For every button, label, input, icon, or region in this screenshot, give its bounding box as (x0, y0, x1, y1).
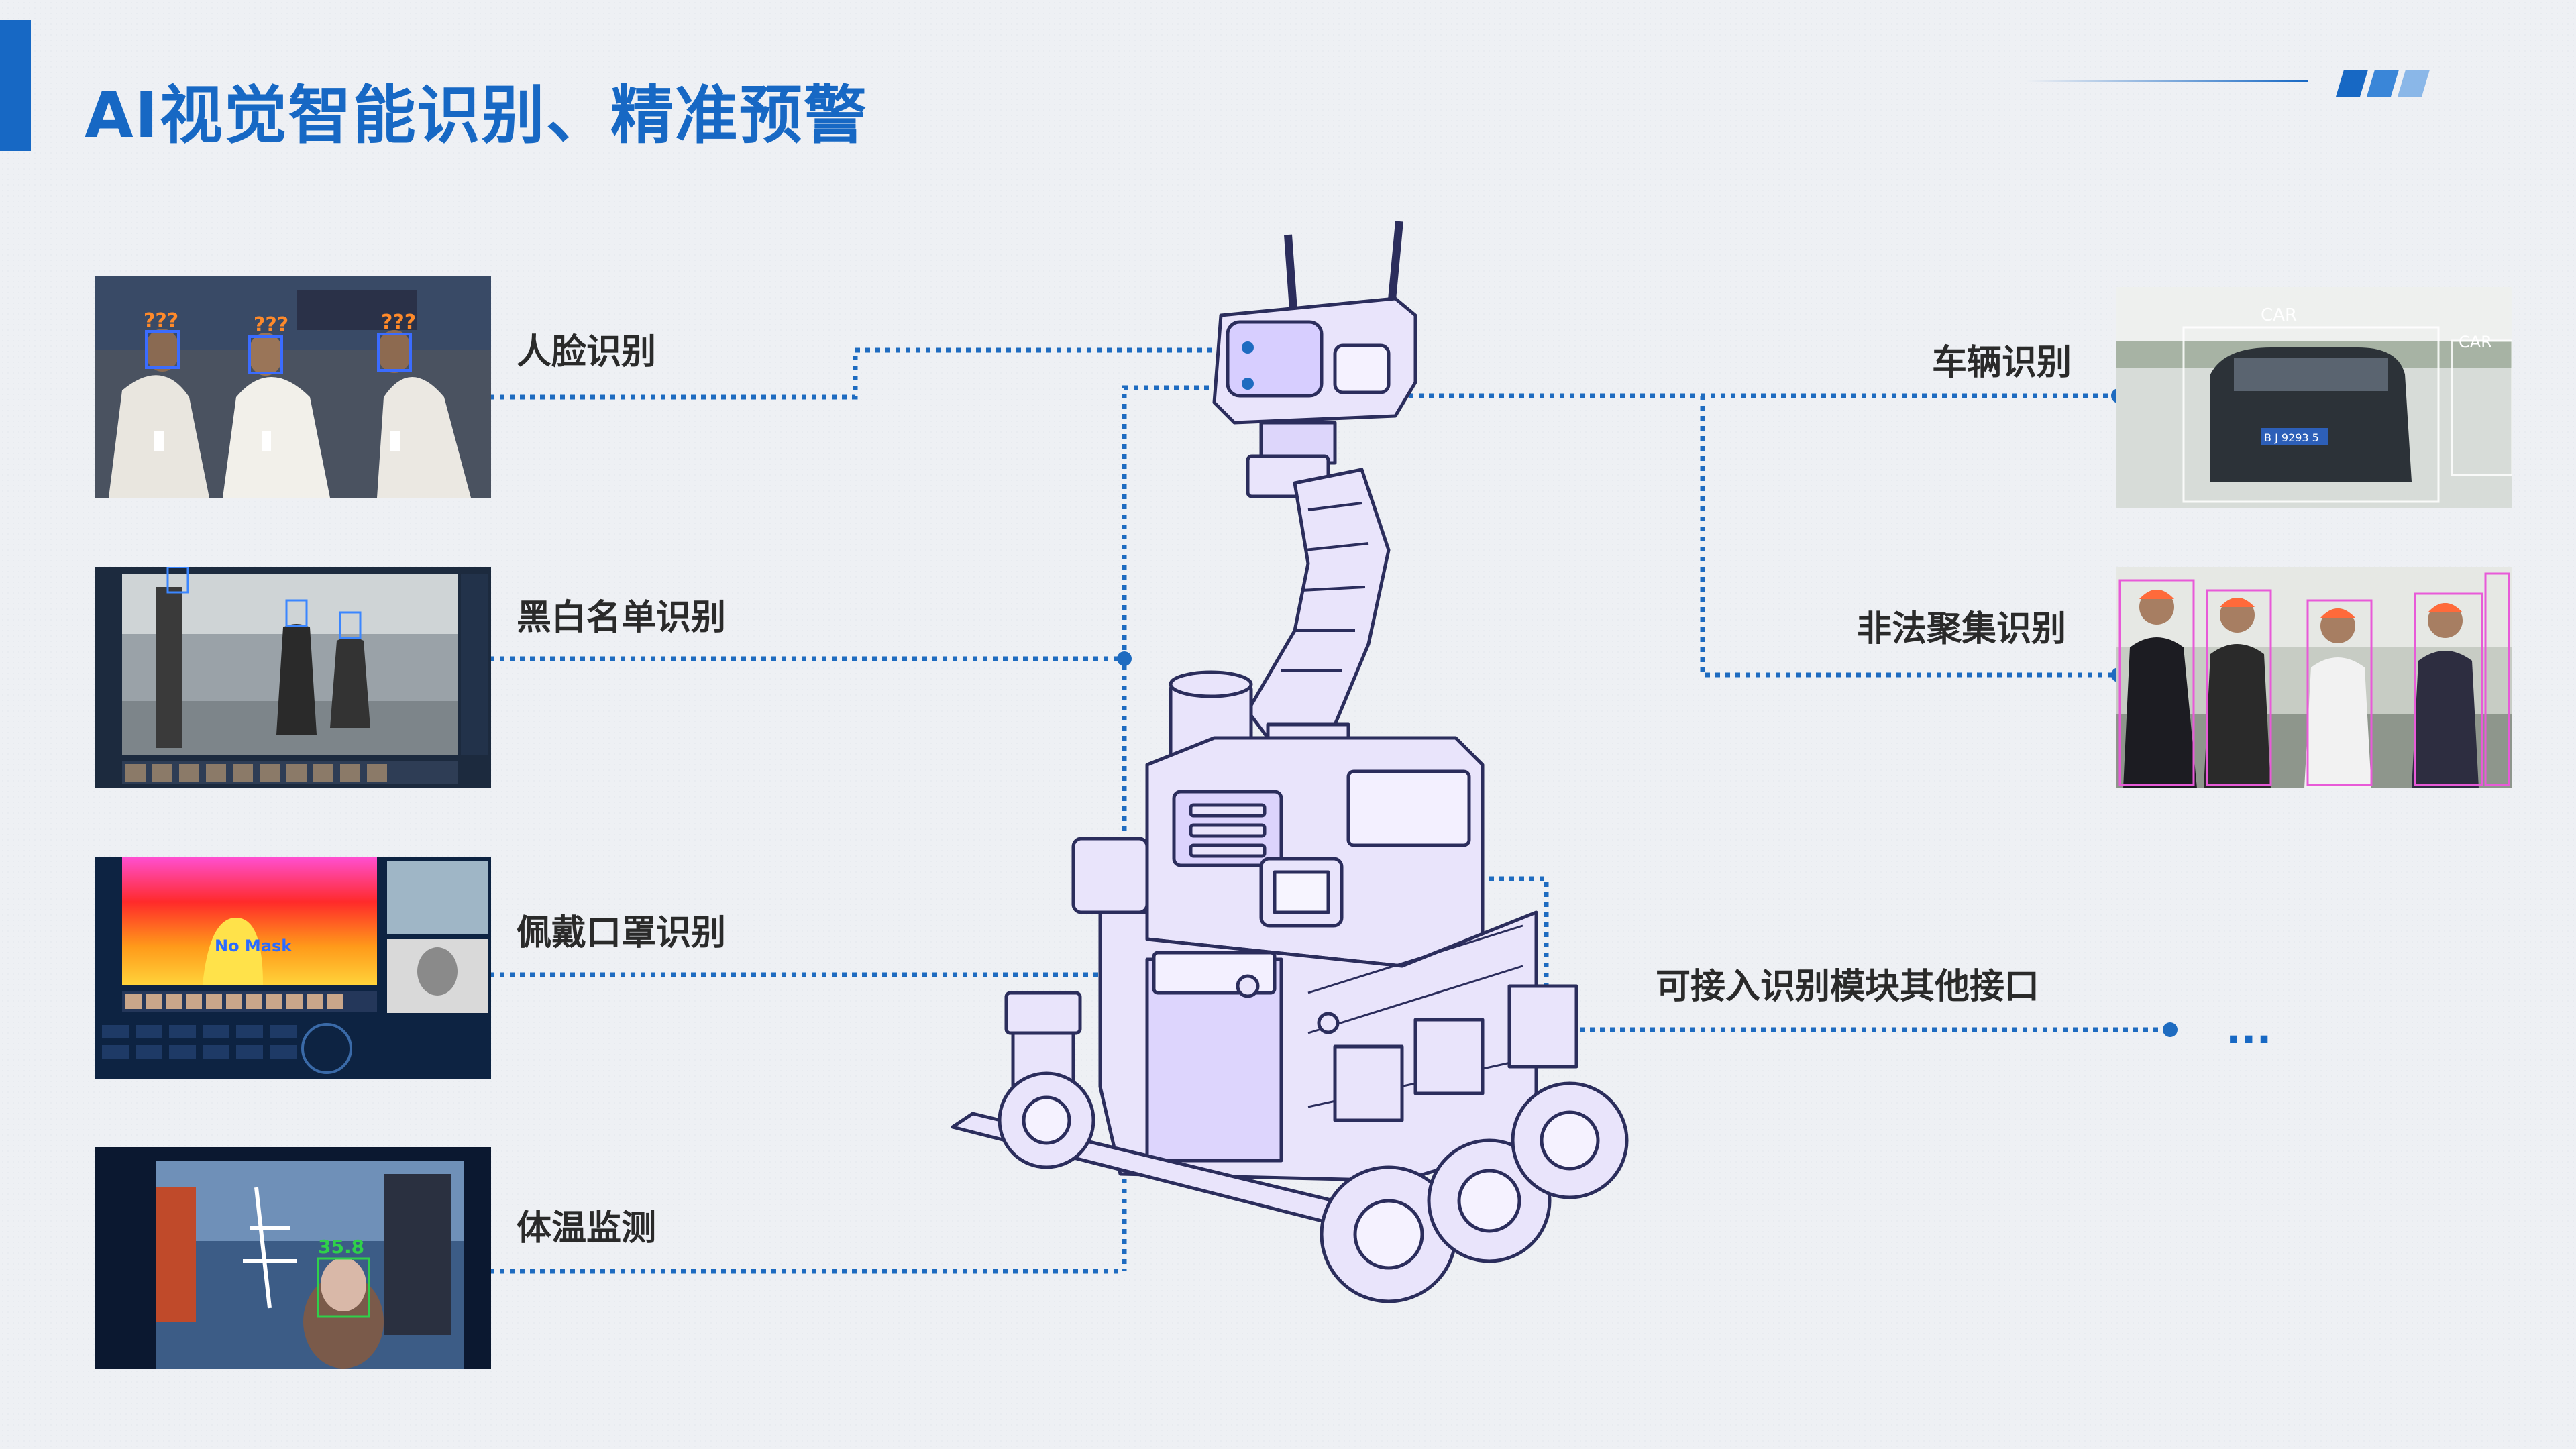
label-vehicle-recognition: 车辆识别 (1932, 343, 2072, 383)
label-mask-detection: 佩戴口罩识别 (517, 913, 727, 953)
license-plate-text: B J 9293 5 (2264, 431, 2319, 444)
label-other-interfaces: 可接入识别模块其他接口 (1656, 967, 2040, 1007)
car-tag-1: CAR (2261, 305, 2297, 325)
vehicle-recognition-photo: CAR CAR B J 9293 5 (2116, 287, 2512, 508)
page-title: AI视觉智能识别、精准预警 (85, 79, 868, 152)
mask-status-text: No Mask (215, 936, 292, 955)
label-illegal-gathering: 非法聚集识别 (1857, 609, 2067, 649)
title-accent-bar (0, 20, 31, 151)
temperature-value: 35.8 (318, 1236, 364, 1258)
car-tag-2: CAR (2459, 333, 2492, 352)
mask-detection-screen: No Mask (95, 857, 491, 1079)
label-face-recognition: 人脸识别 (517, 332, 657, 372)
patrol-robot-illustration (951, 221, 1629, 1303)
temperature-monitoring-photo: 35.8 (95, 1147, 491, 1368)
face-mark-3: ??? (381, 311, 416, 334)
face-mark-2: ??? (254, 313, 288, 337)
label-blacklist-whitelist: 黑白名单识别 (517, 598, 727, 638)
face-mark-1: ??? (144, 309, 178, 333)
header-slash-decoration-icon (2336, 70, 2430, 97)
face-recognition-photo: ??? ??? ??? (95, 276, 491, 498)
label-temperature-monitoring: 体温监测 (517, 1208, 657, 1248)
header-divider-line (2026, 80, 2308, 82)
blacklist-whitelist-photo (95, 567, 491, 788)
illegal-gathering-photo (2116, 567, 2512, 788)
more-indicator: ... (2226, 1006, 2272, 1053)
